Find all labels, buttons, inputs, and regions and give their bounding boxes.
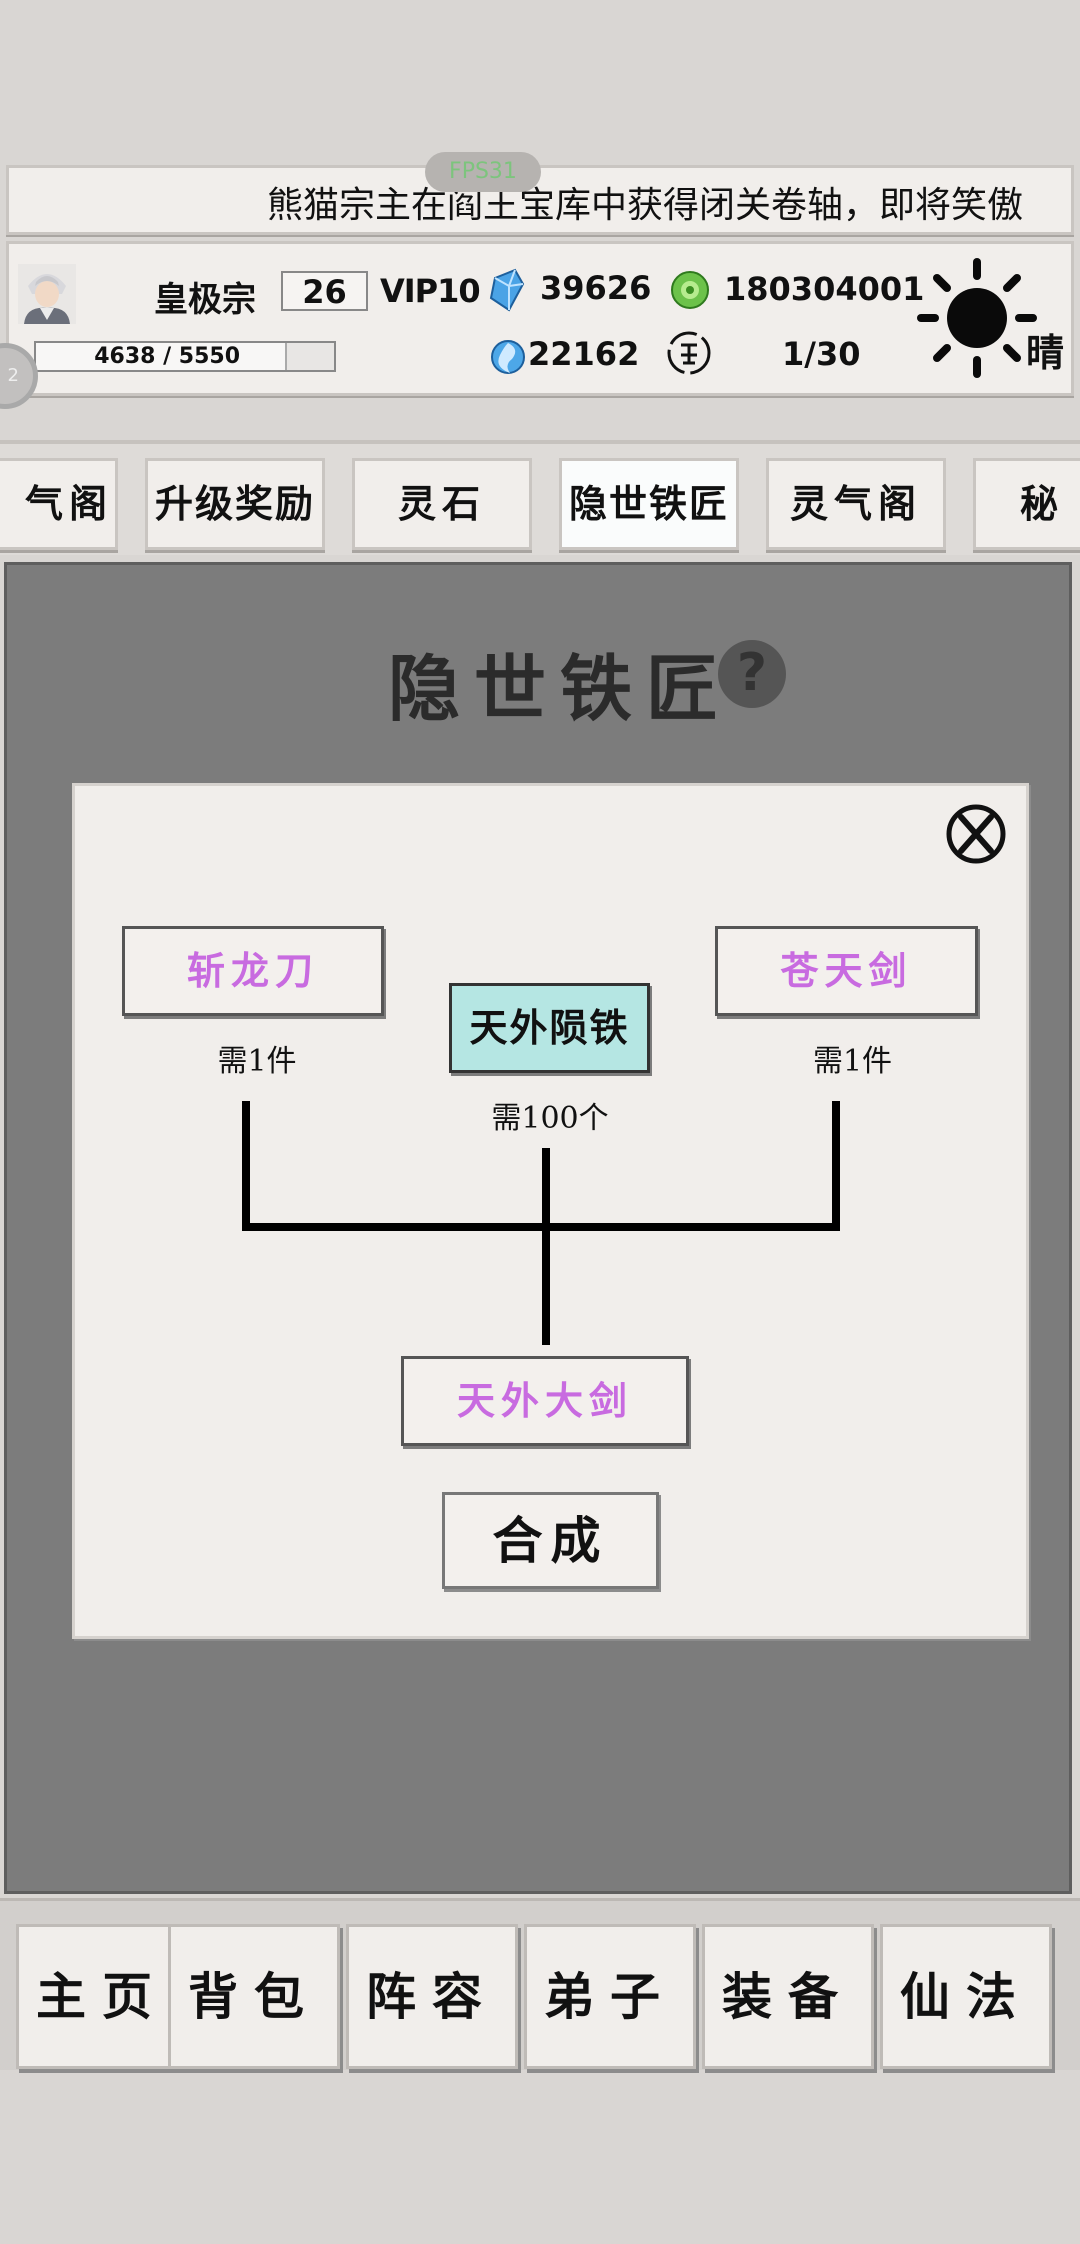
tab-hidden-blacksmith[interactable]: 隐世铁匠 <box>559 458 739 550</box>
connector-right <box>832 1101 840 1231</box>
fps-counter: FPS31 <box>425 152 541 192</box>
result-item[interactable]: 天外大剑 <box>401 1356 689 1446</box>
exp-text: 4638 / 5550 <box>94 344 241 369</box>
exp-bar: 4638 / 5550 <box>34 341 336 372</box>
exp-bar-fill <box>36 343 288 370</box>
weather-label: 晴 <box>1026 330 1065 375</box>
connector-horizontal <box>242 1223 840 1231</box>
connector-down <box>542 1223 550 1345</box>
connector-center <box>542 1148 550 1232</box>
close-icon[interactable] <box>945 803 1007 865</box>
tab-secret[interactable]: 秘 <box>973 458 1080 550</box>
diamond-count: 39626 <box>540 269 652 307</box>
nav-disciples[interactable]: 弟子 <box>524 1924 696 2069</box>
tab-upgrade-reward[interactable]: 升级奖励 <box>145 458 325 550</box>
diamond-icon <box>487 268 527 312</box>
material-left[interactable]: 斩龙刀 <box>122 926 384 1016</box>
material-right-need: 需1件 <box>812 1044 893 1079</box>
material-center-need: 需100个 <box>491 1101 609 1136</box>
page-title: 隐世铁匠 <box>388 646 733 731</box>
synthesize-button[interactable]: 合成 <box>442 1492 659 1589</box>
nav-immortal-arts[interactable]: 仙法 <box>880 1924 1052 2069</box>
material-right[interactable]: 苍天剑 <box>715 926 978 1016</box>
tab-spirit-stone[interactable]: 灵石 <box>352 458 532 550</box>
nav-bag[interactable]: 背包 <box>168 1924 340 2069</box>
sun-icon <box>917 258 1037 378</box>
avatar[interactable] <box>18 264 76 324</box>
tab-spirit-pavilion[interactable]: 灵气阁 <box>766 458 946 550</box>
nav-home[interactable]: 主页 <box>16 1924 188 2069</box>
tab-qige[interactable]: 气阁 <box>0 458 118 550</box>
spirit-count: 22162 <box>528 335 640 373</box>
jade-icon <box>668 270 712 310</box>
material-left-need: 需1件 <box>217 1044 297 1079</box>
player-level: 26 <box>281 271 368 311</box>
connector-left <box>242 1101 250 1231</box>
nav-equipment[interactable]: 装备 <box>702 1924 874 2069</box>
vip-badge[interactable]: VIP10 <box>380 272 481 310</box>
material-center[interactable]: 天外陨铁 <box>449 983 650 1073</box>
help-button[interactable]: ? <box>718 640 786 708</box>
stamina-count: 1/30 <box>782 335 861 373</box>
stamina-icon <box>665 329 713 377</box>
player-name: 皇极宗 <box>154 280 256 320</box>
spirit-icon <box>490 333 526 377</box>
jade-count: 180304001 <box>724 270 925 308</box>
ticker-text: 熊猫宗主在阎王宝库中获得闭关卷轴，即将笑傲 <box>267 185 1024 226</box>
nav-lineup[interactable]: 阵容 <box>346 1924 518 2069</box>
